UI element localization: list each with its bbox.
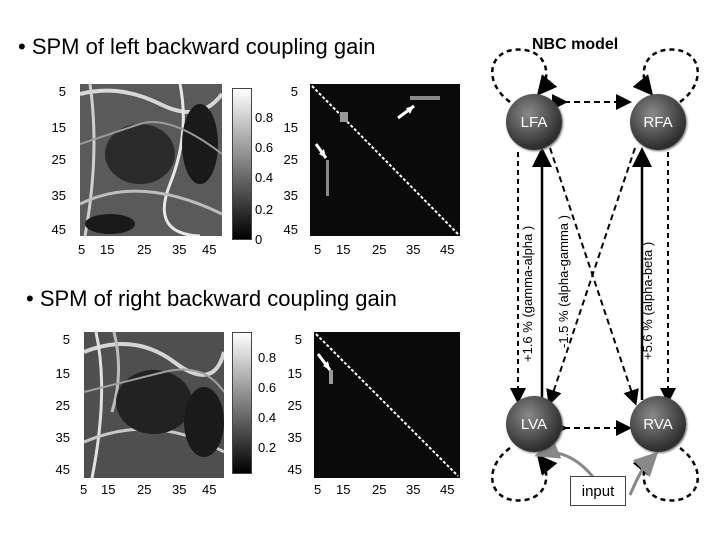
sig-map-ytick: 35 [287, 430, 302, 445]
sig-map-xtick: 15 [336, 482, 351, 497]
right-map-xtick: 15 [101, 482, 116, 497]
colorbar-tick: 0.6 [255, 140, 274, 155]
left-map-xtick: 35 [172, 242, 187, 257]
sig-map-ytick: 15 [287, 366, 302, 381]
input-label: input [581, 482, 615, 500]
sig-map-ytick: 45 [283, 222, 298, 237]
right-map-xtick: 25 [137, 482, 152, 497]
right-map-ytick: 5 [62, 332, 70, 347]
sig-map-ytick: 15 [283, 120, 298, 135]
colorbar-tick: 0.4 [258, 410, 277, 425]
node-rva: RVA [630, 396, 686, 452]
node-lva: LVA [506, 396, 562, 452]
left-map-xtick: 5 [78, 242, 86, 257]
left-map-ytick: 15 [51, 120, 66, 135]
sig-map-xtick: 15 [336, 242, 351, 257]
edge-label-gamma-alpha: +1.6 % (gamma-alpha ) [520, 225, 535, 362]
right-significance-image [315, 333, 459, 477]
sig-map-ytick: 25 [287, 398, 302, 413]
left-spm-map-image [80, 84, 222, 236]
right-coupling-title: • SPM of right backward coupling gain [26, 286, 397, 311]
left-map-ytick: 35 [51, 188, 66, 203]
left-map-xtick: 15 [100, 242, 115, 257]
input-rva-edge [628, 451, 659, 496]
sig-map-xtick: 25 [372, 242, 387, 257]
sig-map-ytick: 45 [287, 462, 302, 477]
right-map-xtick: 45 [202, 482, 217, 497]
edge-label-alpha-gamma: -1.5 % (alpha-gamma ) [556, 215, 571, 348]
colorbar-tick: 0.2 [255, 202, 274, 217]
left-coupling-title: • SPM of left backward coupling gain [18, 34, 376, 59]
right-map-ytick: 45 [55, 462, 70, 477]
right-map-ytick: 25 [55, 398, 70, 413]
node-lfa-label: LFA [520, 113, 548, 131]
left-map-xtick: 25 [137, 242, 152, 257]
node-rfa: RFA [630, 94, 686, 150]
sig-map-xtick: 35 [406, 242, 421, 257]
left-significance-image [311, 85, 459, 235]
lfa-self-loop [491, 48, 558, 104]
input-box: input [570, 476, 626, 506]
sig-map-ytick: 5 [290, 84, 298, 99]
sig-map-xtick: 5 [314, 482, 322, 497]
colorbar-tick: 0.6 [258, 380, 277, 395]
left-map-xtick: 45 [202, 242, 217, 257]
sig-map-xtick: 45 [440, 242, 455, 257]
node-rfa-label: RFA [643, 113, 673, 131]
colorbar-tick: 0 [255, 232, 263, 247]
sig-map-ytick: 25 [283, 152, 298, 167]
sig-map-xtick: 45 [440, 482, 455, 497]
colorbar-tick: 0.8 [255, 110, 274, 125]
edge-label-alpha-beta: +5.6 % (alpha-beta ) [640, 241, 655, 360]
right-spm-map-image [84, 332, 224, 478]
nbc-connections [491, 48, 699, 502]
right-map-ytick: 35 [55, 430, 70, 445]
colorbar-tick: 0.8 [258, 350, 277, 365]
right-map-ytick: 15 [55, 366, 70, 381]
sig-map-ytick: 5 [294, 332, 302, 347]
right-map-xtick: 5 [80, 482, 88, 497]
colorbar-tick: 0.4 [255, 170, 274, 185]
sig-map-ytick: 35 [283, 188, 298, 203]
right-map-xtick: 35 [172, 482, 187, 497]
left-map-ytick: 5 [58, 84, 66, 99]
node-lfa: LFA [506, 94, 562, 150]
rfa-lva-edge [546, 147, 636, 406]
lva-self-loop [491, 446, 558, 502]
model-title: NBC model [532, 36, 619, 53]
node-lva-label: LVA [520, 415, 548, 433]
sig-map-xtick: 35 [406, 482, 421, 497]
colorbar-tick: 0.2 [258, 440, 277, 455]
rva-self-loop [632, 446, 699, 502]
sig-map-xtick: 5 [314, 242, 322, 257]
node-rva-label: RVA [643, 415, 673, 433]
sig-map-xtick: 25 [372, 482, 387, 497]
rfa-self-loop [632, 48, 699, 104]
left-map-ytick: 45 [51, 222, 66, 237]
left-map-ytick: 25 [51, 152, 66, 167]
